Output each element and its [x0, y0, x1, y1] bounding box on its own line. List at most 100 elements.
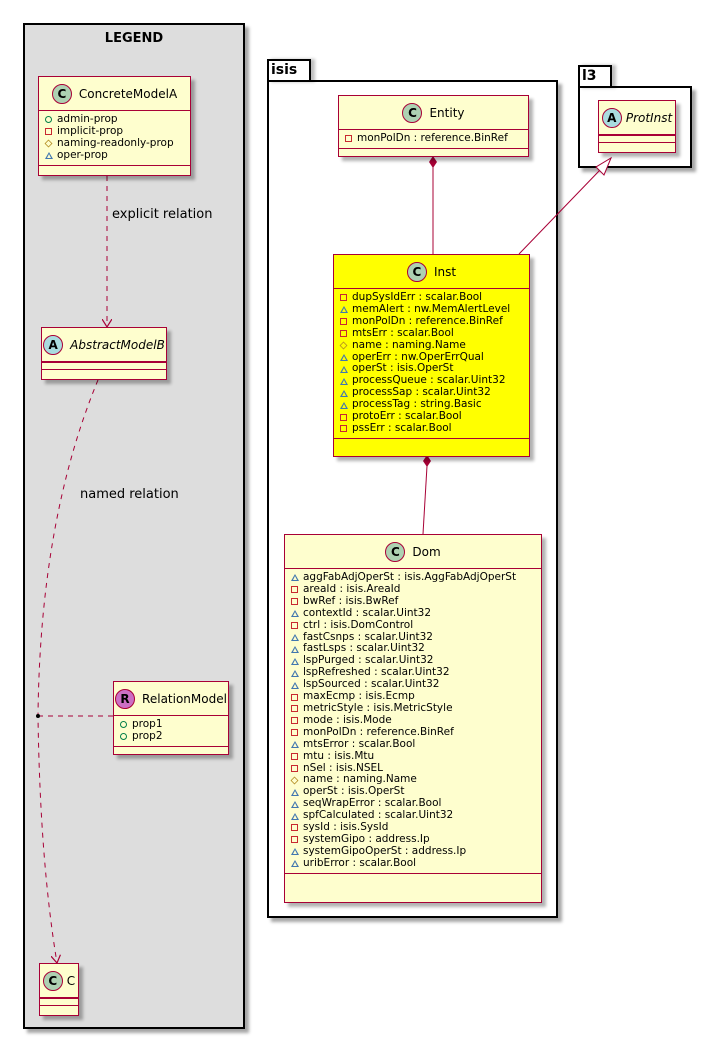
private-visibility-icon: [345, 135, 352, 143]
private-visibility-icon: [291, 622, 298, 630]
class-stereotype-icon: C: [51, 83, 72, 104]
class-name: Entity: [429, 105, 465, 120]
class-c[interactable]: C C: [39, 963, 79, 1016]
class-name: AbstractModelB: [70, 337, 165, 352]
entity-composition-diamond: [429, 156, 437, 168]
package-visibility-icon: [340, 353, 348, 361]
private-visibility-icon: [291, 693, 298, 701]
class-attribute: dupSysIdErr : scalar.Bool: [340, 291, 529, 304]
attribute-text: prop2: [132, 729, 163, 742]
class-attribute: mtsError : scalar.Bool: [291, 738, 541, 751]
named-relation-label: named relation: [80, 487, 179, 502]
class-attribute: name : naming.Name: [290, 774, 541, 786]
class-attribute: protoErr : scalar.Bool: [340, 410, 529, 423]
legend-panel: LEGEND: [23, 23, 245, 1029]
class-name: Inst: [433, 264, 457, 279]
package-visibility-icon: [291, 610, 299, 618]
package-visibility-icon: [45, 152, 53, 160]
inst-composition-diamond: [423, 455, 431, 467]
inst-dom-composition: [422, 465, 428, 535]
package-visibility-icon: [340, 365, 348, 373]
attribute-text: lspSourced : scalar.Uint32: [303, 678, 440, 691]
package-visibility-icon: [340, 389, 348, 397]
public-visibility-icon: [120, 721, 127, 729]
attribute-text: systemGipoOperSt : address.Ip: [303, 844, 467, 857]
attribute-text: fastCsnps : scalar.Uint32: [303, 630, 433, 643]
class-attribute: spfCalculated : scalar.Uint32: [291, 809, 541, 822]
class-attribute: naming-readonly-prop: [44, 137, 190, 150]
class-stereotype-icon: C: [402, 102, 423, 123]
package-visibility-icon: [291, 681, 299, 689]
class-attribute: processTag : string.Basic: [340, 398, 529, 411]
private-visibility-icon: [340, 413, 347, 421]
class-methods-separator: [339, 147, 528, 157]
class-name: RelationModel: [142, 691, 227, 706]
public-visibility-icon: [45, 116, 52, 124]
attribute-text: prop1: [132, 718, 163, 730]
package-visibility-icon: [291, 633, 299, 641]
class-attribute: prop1: [120, 718, 228, 731]
abstract-stereotype-icon: A: [43, 334, 64, 355]
class-entity[interactable]: C Entity monPolDn : reference.BinRef: [338, 95, 529, 157]
class-attribute: lspRefreshed : scalar.Uint32: [291, 666, 541, 679]
private-visibility-icon: [340, 425, 347, 433]
class-header: C Entity: [339, 96, 528, 130]
package-visibility-icon: [291, 574, 299, 582]
class-attribute: implicit-prop: [45, 125, 190, 138]
class-abstractmodelb[interactable]: A AbstractModelB: [41, 327, 167, 380]
class-stereotype-icon: C: [42, 970, 63, 991]
class-protinst[interactable]: A ProtInst: [598, 100, 676, 153]
class-methods-separator: [285, 872, 541, 882]
class-attribute: systemGipoOperSt : address.Ip: [291, 844, 541, 858]
class-attribute: operSt : isis.OperSt: [291, 785, 541, 798]
class-header: R RelationModel: [114, 682, 228, 716]
private-visibility-icon: [291, 836, 298, 844]
named-relation-line: [37, 379, 99, 963]
attribute-text: maxEcmp : isis.Ecmp: [303, 690, 415, 703]
protected-visibility-icon: [339, 341, 348, 350]
package-visibility-icon: [340, 377, 348, 385]
relation-junction-dot: [36, 714, 40, 718]
package-tab-l3: l3: [578, 65, 612, 88]
class-attribute: monPolDn : reference.BinRef: [291, 725, 541, 739]
package-visibility-icon: [291, 657, 299, 665]
class-attribute: fastLsps : scalar.Uint32: [291, 643, 541, 655]
attribute-text: systemGipo : address.Ip: [303, 832, 430, 845]
class-attribute: mtsErr : scalar.Bool: [340, 327, 529, 340]
attribute-text: admin-prop: [57, 113, 118, 125]
package-isis: [267, 80, 558, 918]
class-attribute: operSt : isis.OperSt: [340, 363, 529, 375]
class-attribute: seqWrapError : scalar.Bool: [291, 797, 541, 810]
class-attribute: name : naming.Name: [339, 339, 529, 352]
class-attribute: lspSourced : scalar.Uint32: [291, 678, 541, 691]
class-dom[interactable]: C Dom aggFabAdjOperSt : isis.AggFabAdjOp…: [284, 534, 542, 903]
class-attribute: maxEcmp : isis.Ecmp: [291, 690, 541, 703]
attribute-text: processSap : scalar.Uint32: [352, 386, 491, 399]
class-header: C Dom: [285, 535, 541, 569]
attribute-text: monPolDn : reference.BinRef: [352, 314, 503, 327]
relation-stereotype-icon: R: [115, 688, 136, 709]
class-attribute: bwRef : isis.BwRef: [291, 595, 541, 608]
private-visibility-icon: [291, 824, 298, 832]
attribute-text: monPolDn : reference.BinRef: [357, 132, 508, 144]
attribute-text: fastLsps : scalar.Uint32: [303, 642, 425, 655]
class-attribute: operErr : nw.OperErrQual: [340, 351, 529, 364]
class-attribute: contextId : scalar.Uint32: [291, 607, 541, 620]
attribute-text: monPolDn : reference.BinRef: [303, 725, 454, 738]
package-visibility-icon: [291, 669, 299, 677]
class-attribute: prop2: [120, 729, 228, 743]
private-visibility-icon: [340, 330, 347, 338]
attribute-text: lspPurged : scalar.Uint32: [303, 654, 434, 667]
class-header: C Inst: [334, 255, 529, 289]
package-visibility-icon: [340, 401, 348, 409]
package-visibility-icon: [291, 788, 299, 796]
class-attribute: areaId : isis.AreaId: [291, 583, 541, 596]
class-attribute: lspPurged : scalar.Uint32: [291, 654, 541, 667]
protected-visibility-icon: [44, 139, 53, 148]
private-visibility-icon: [291, 598, 298, 606]
private-visibility-icon: [291, 586, 298, 594]
